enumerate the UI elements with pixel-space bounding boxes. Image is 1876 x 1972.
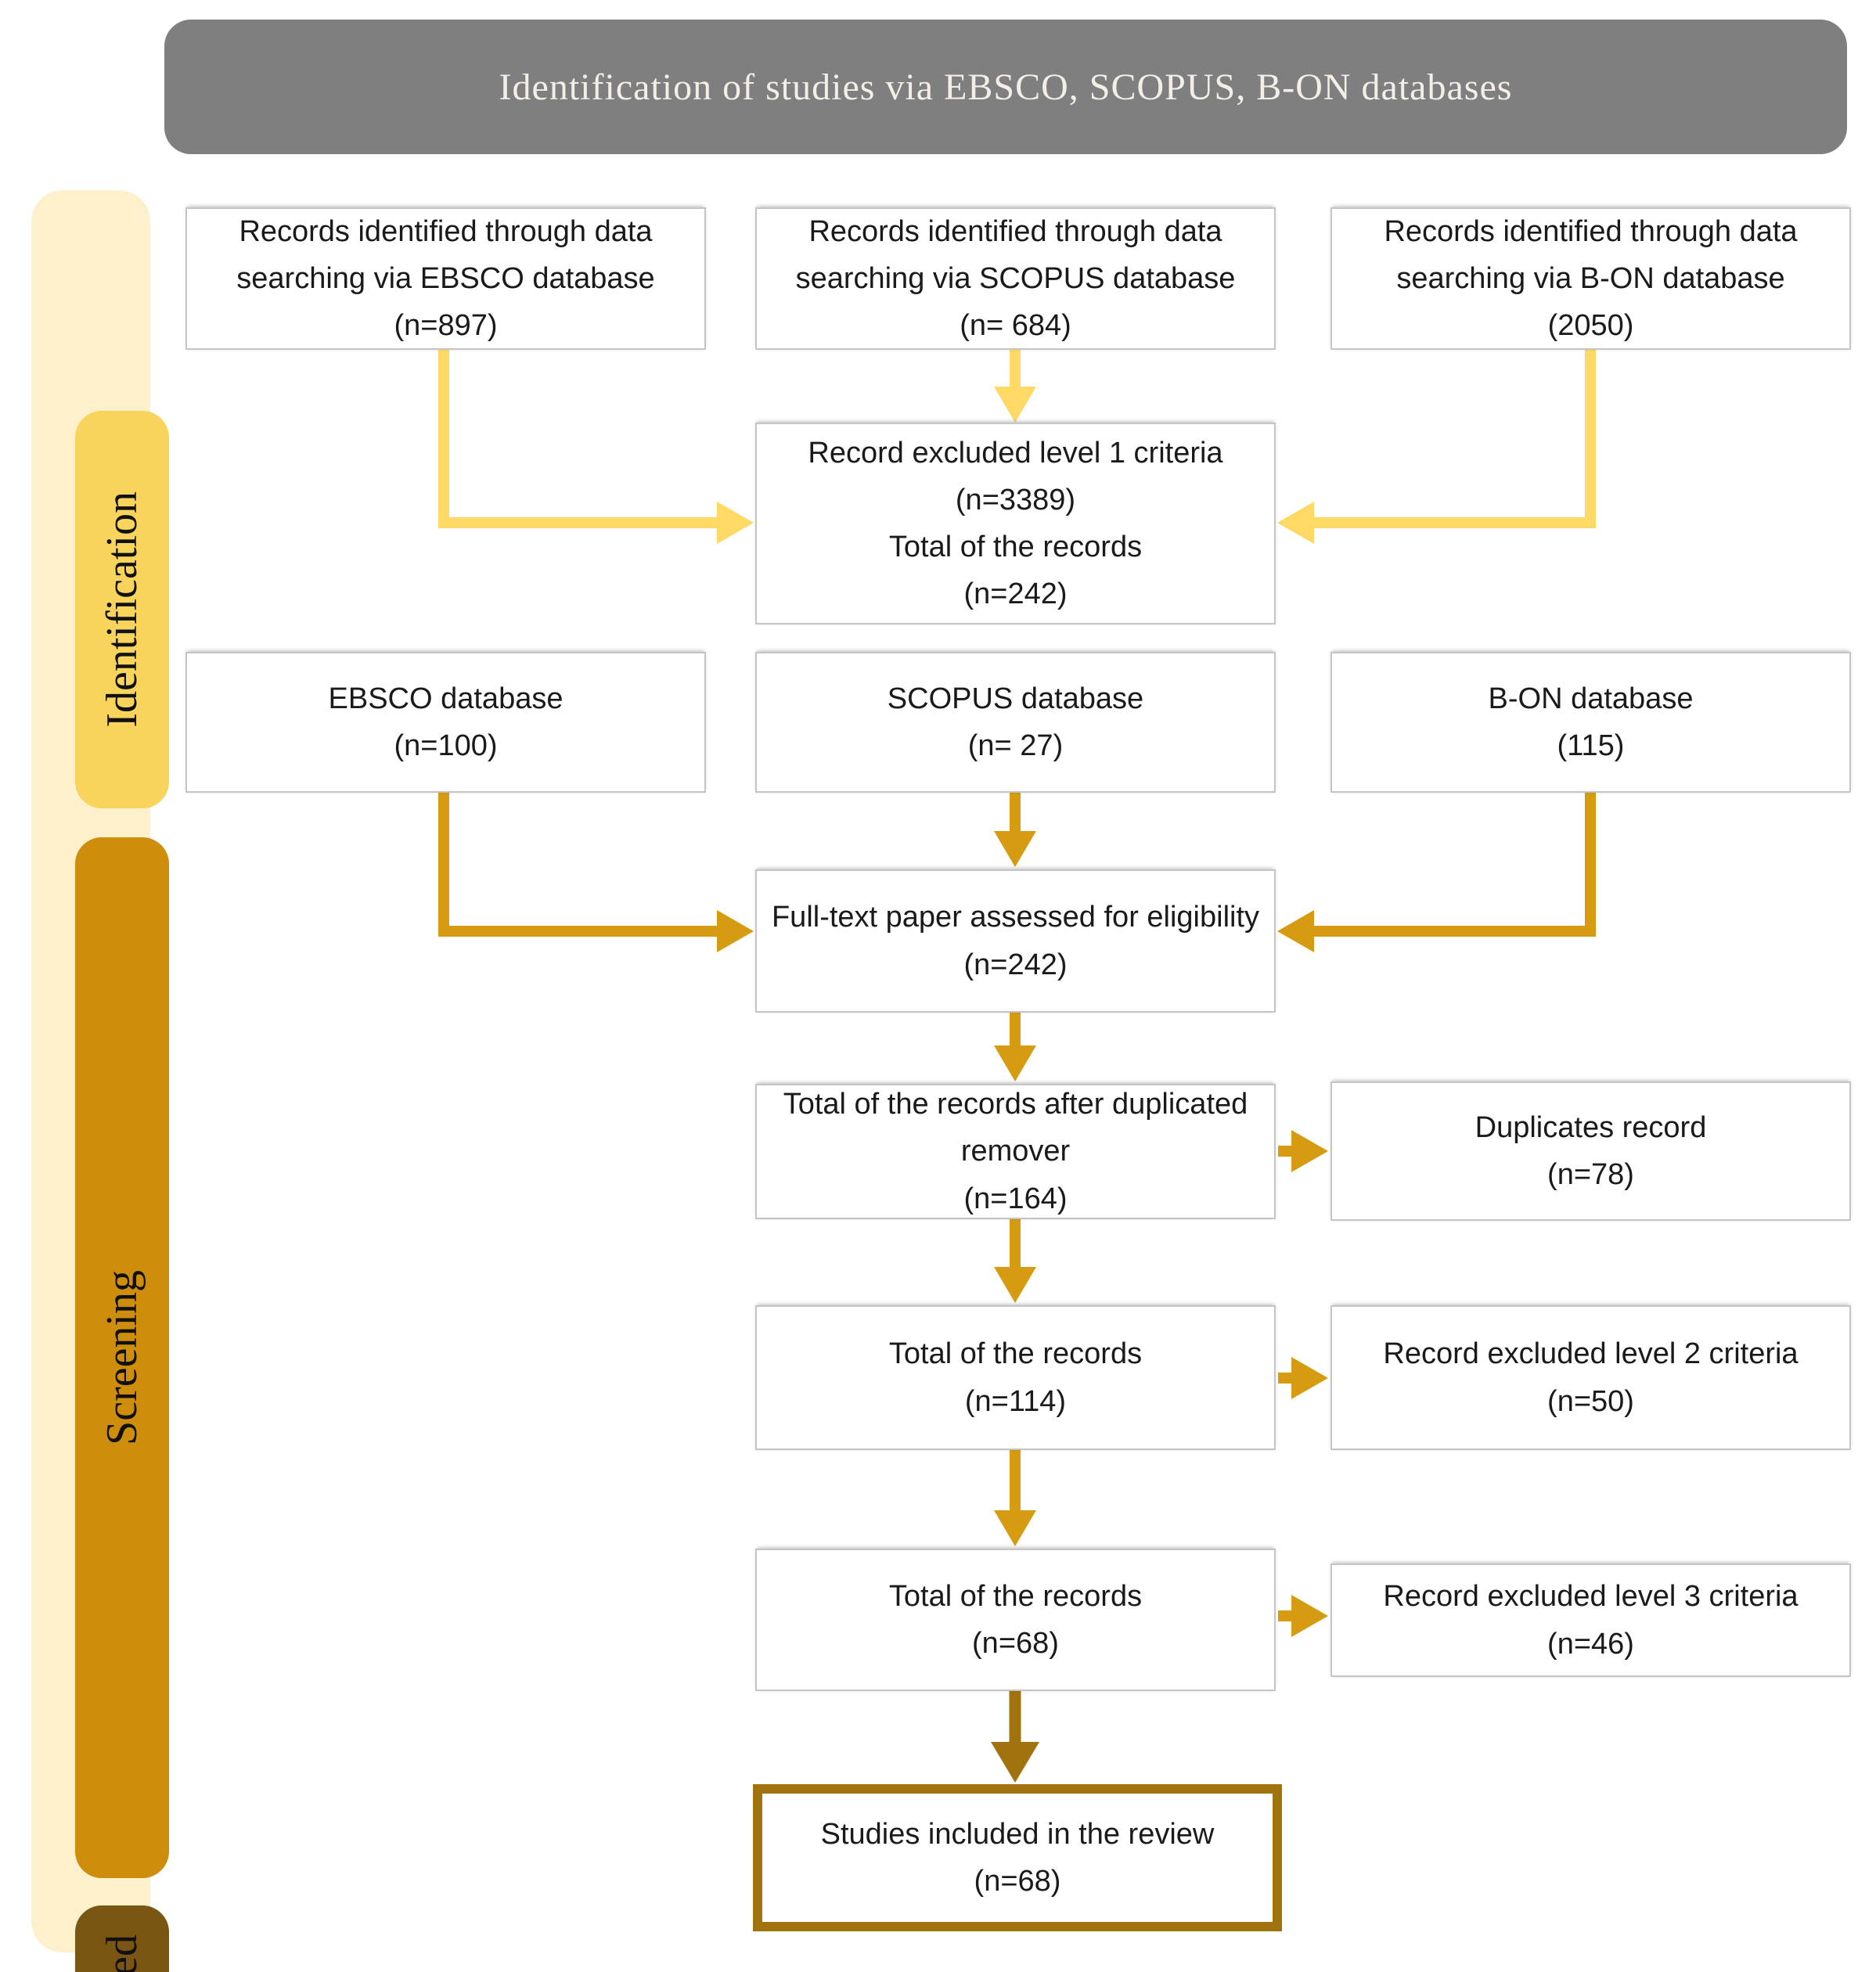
arrowhead-total68-to-excluded3: [1291, 1595, 1328, 1637]
stage-identification: Identification: [75, 411, 169, 808]
arrowhead-bon-to-excluded1: [1277, 502, 1314, 544]
diagram-title: Identification of studies via EBSCO, SCO…: [499, 66, 1513, 108]
arrowhead-afterdup-to-duplicates: [1291, 1130, 1328, 1172]
arrowhead-total114-to-excluded2: [1291, 1357, 1328, 1399]
arrowhead-bondb-to-fulltext: [1277, 910, 1314, 952]
stage-sidebar: Identification Screening Included: [31, 190, 169, 1972]
box-scopus-database: SCOPUS database (n= 27): [755, 652, 1276, 793]
stage-included: Included: [75, 1905, 169, 1972]
arrowhead-scopusdb-to-fulltext: [994, 831, 1036, 867]
box-excluded-level3: Record excluded level 3 criteria (n=46): [1330, 1564, 1851, 1677]
arrowhead-total114-to-total68: [994, 1510, 1036, 1546]
arrow-ebsco-to-excluded1: [438, 350, 718, 528]
arrowhead-scopus-to-excluded1: [994, 387, 1036, 423]
arrow-ebscodb-to-fulltext: [438, 793, 718, 937]
box-fulltext-assessed: Full-text paper assessed for eligibility…: [755, 869, 1276, 1013]
arrowhead-total68-to-included: [991, 1742, 1039, 1783]
diagram-title-banner: Identification of studies via EBSCO, SCO…: [164, 20, 1847, 154]
box-bon-database: B-ON database (115): [1330, 652, 1851, 793]
box-excluded-level1: Record excluded level 1 criteria (n=3389…: [755, 423, 1276, 624]
box-records-identified-ebsco: Records identified through data searchin…: [185, 207, 706, 350]
arrowhead-afterdup-to-total114: [994, 1267, 1036, 1303]
box-records-identified-scopus: Records identified through data searchin…: [755, 207, 1276, 350]
arrowhead-ebscodb-to-fulltext: [717, 910, 754, 952]
arrowhead-fulltext-to-afterdup: [994, 1045, 1036, 1081]
box-duplicates-record: Duplicates record (n=78): [1330, 1081, 1851, 1221]
arrowhead-ebsco-to-excluded1: [717, 502, 754, 544]
box-ebsco-database: EBSCO database (n=100): [185, 652, 706, 793]
box-excluded-level2: Record excluded level 2 criteria (n=50): [1330, 1305, 1851, 1450]
arrow-bon-to-excluded1: [1314, 350, 1596, 528]
arrow-bondb-to-fulltext: [1314, 793, 1596, 937]
box-total-records-114: Total of the records (n=114): [755, 1305, 1276, 1450]
box-total-records-68: Total of the records (n=68): [755, 1549, 1276, 1691]
stage-screening: Screening: [75, 837, 169, 1878]
box-records-identified-bon: Records identified through data searchin…: [1330, 207, 1851, 350]
box-studies-included: Studies included in the review (n=68): [753, 1784, 1282, 1931]
box-after-duplicates: Total of the records after duplicated re…: [755, 1084, 1276, 1219]
